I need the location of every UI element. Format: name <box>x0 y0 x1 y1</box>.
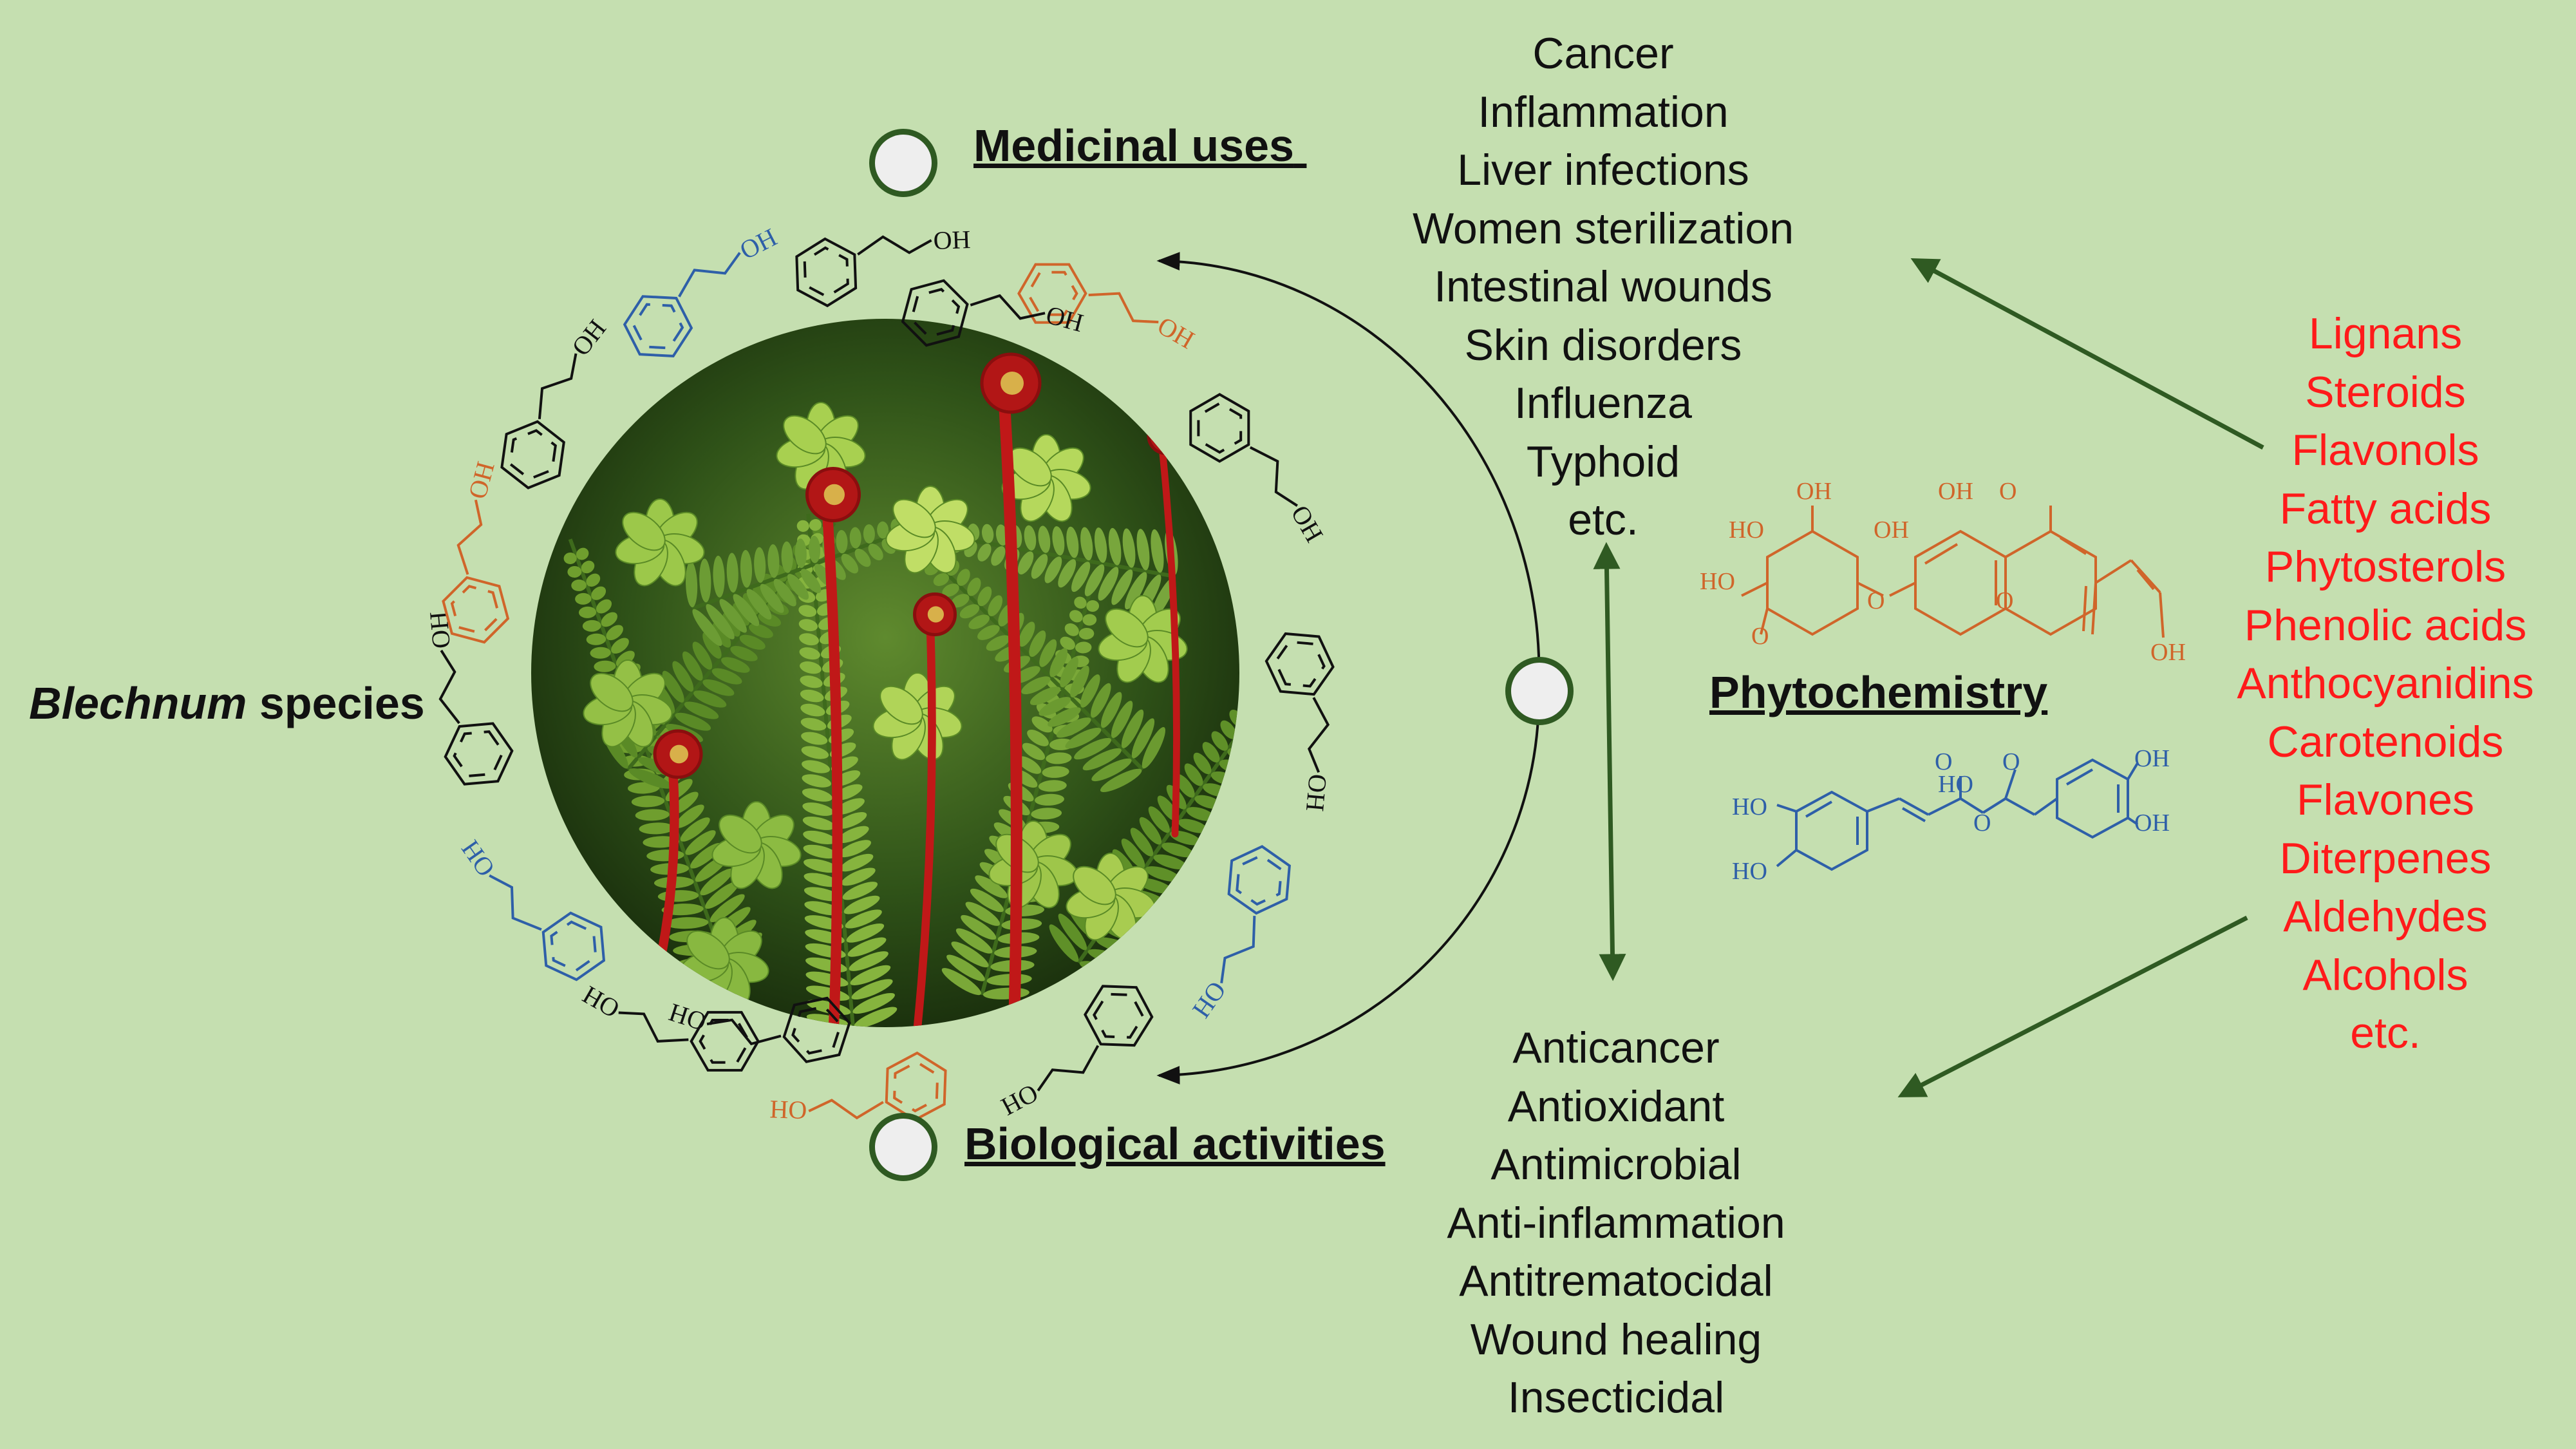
compound-class-item: Alcohols <box>2302 950 2468 999</box>
structure-atom-label: O <box>1973 810 1991 837</box>
subject-label: Blechnum species <box>29 677 425 729</box>
species-suffix: species <box>247 678 425 728</box>
structure-atom-label: OH <box>1874 516 1909 544</box>
medicinal-uses-heading: Medicinal uses <box>973 120 1294 171</box>
outer-arc-to-medicinal-uses <box>1156 252 1541 690</box>
hydroxyl-label: OH <box>735 222 782 265</box>
flavone-glycoside-structure <box>1741 506 2165 638</box>
structure-atom-label: O <box>2002 748 2020 775</box>
compound-class-item: Phytosterols <box>2264 542 2506 591</box>
structure-atom-label: O <box>1867 587 1885 614</box>
medicinal-use-item: Inflammation <box>1478 87 1729 137</box>
hydroxyl-label: OH <box>1301 773 1333 812</box>
hydroxyl-label: OH <box>455 835 500 882</box>
phenylethanol-molecule: OH <box>455 835 606 981</box>
hydroxyl-label: OH <box>933 225 971 255</box>
uses-activities-double-arrow <box>1593 542 1626 981</box>
hydroxyl-label: OH <box>578 980 625 1024</box>
structure-atom-label: HO <box>1938 771 1973 798</box>
biological-activity-item: Antioxidant <box>1507 1081 1725 1131</box>
hydroxyl-label: OH <box>566 314 612 361</box>
medicinal-use-item: Intestinal wounds <box>1434 262 1772 311</box>
hydroxyl-label: OH <box>462 459 500 502</box>
structure-atom-label: OH <box>1938 478 1973 505</box>
outer-arc-to-biological-activities <box>1156 688 1541 1084</box>
phenylethanol-molecule: OH <box>795 225 971 308</box>
compound-class-item: Diterpenes <box>2279 833 2492 883</box>
phytochemistry-node <box>1505 657 1574 725</box>
compound-class-item: Lignans <box>2308 309 2463 358</box>
structure-atom-label: OH <box>2150 639 2186 666</box>
medicinal-use-item: Skin disorders <box>1464 320 1742 370</box>
phenylethanol-molecule: OH <box>997 985 1154 1122</box>
structure-atom-label: HO <box>1729 516 1764 544</box>
compound-class-item: Flavonols <box>2291 426 2479 475</box>
genus-name: Blechnum <box>29 678 247 728</box>
structure-atom-label: HO <box>1700 568 1735 595</box>
phenylethanol-molecule: OH <box>424 610 514 786</box>
hydroxyl-label: OH <box>1187 976 1232 1023</box>
biological-activity-item: Wound healing <box>1470 1314 1762 1364</box>
medicinal-use-item: Cancer <box>1532 29 1674 78</box>
phenylethanol-molecule: OH <box>623 222 782 357</box>
hydroxyl-label: OH <box>997 1079 1043 1122</box>
structure-atom-label: O <box>1751 623 1769 650</box>
biological-activity-item: Anti-inflammation <box>1447 1198 1785 1247</box>
medicinal-use-item: Liver infections <box>1457 146 1749 194</box>
compound-class-item: Carotenoids <box>2267 717 2504 766</box>
hydroxyl-label: OH <box>665 998 710 1037</box>
biological-activity-item: Antimicrobial <box>1490 1140 1742 1189</box>
phytochemistry-heading: Phytochemistry <box>1709 667 2048 717</box>
compound-class-item: Fatty acids <box>2279 484 2492 533</box>
rosmarinic-acid-structure <box>1776 758 2139 871</box>
phenylethanol-molecule: OH <box>500 314 612 489</box>
hydroxyl-label: OH <box>1152 311 1199 355</box>
blechnum-photo <box>531 319 1239 1027</box>
phenylethanol-molecule: OH <box>1189 393 1329 547</box>
biological-activity-item: Anticancer <box>1512 1023 1720 1072</box>
structure-atom-label: OH <box>2134 745 2170 772</box>
structure-atom-label: HO <box>1732 858 1767 885</box>
phenylethanol-molecule: OH <box>1187 845 1291 1023</box>
medicinal-use-item: Typhoid <box>1526 437 1680 486</box>
biological-activities-node <box>869 1113 937 1181</box>
compound-class-item: Aldehydes <box>2283 892 2488 941</box>
biological-activities-heading: Biological activities <box>964 1119 1386 1169</box>
arrow-to-biological-activities <box>1897 915 2248 1097</box>
compound-class-item: Steroids <box>2305 367 2466 417</box>
phenylethanol-molecule: OH <box>1264 632 1335 813</box>
phenylethanol-molecule: OH <box>1017 263 1199 355</box>
medicinal-use-item: Influenza <box>1514 379 1692 428</box>
structure-atom-label: O <box>1996 587 2013 614</box>
compound-class-item: Flavones <box>2297 775 2474 824</box>
medicinal-use-item: etc. <box>1568 495 1639 544</box>
arrow-to-medicinal-uses <box>1910 258 2264 450</box>
compound-class-item: etc. <box>2350 1009 2421 1057</box>
hydroxyl-label: OH <box>769 1095 807 1125</box>
structure-atom-label: OH <box>2134 810 2170 837</box>
structure-atom-label: OH <box>1796 478 1832 505</box>
medicinal-use-item: Women sterilization <box>1412 204 1794 253</box>
biological-activity-item: Antitrematocidal <box>1459 1256 1773 1305</box>
compound-class-item: Anthocyanidins <box>2237 659 2534 708</box>
structure-atom-label: O <box>1935 748 1952 775</box>
compound-class-item: Phenolic acids <box>2244 600 2527 650</box>
biological-activity-item: Insecticidal <box>1507 1373 1725 1422</box>
phenylethanol-molecule: OH <box>665 996 851 1063</box>
phenylethanol-molecule: OH <box>901 279 1086 347</box>
structure-atom-label: HO <box>1732 793 1767 820</box>
phenylethanol-molecule: OH <box>769 1051 947 1125</box>
medicinal-uses-node <box>869 129 937 197</box>
hydroxyl-label: OH <box>1285 500 1329 547</box>
structure-atom-label: O <box>1999 478 2017 505</box>
